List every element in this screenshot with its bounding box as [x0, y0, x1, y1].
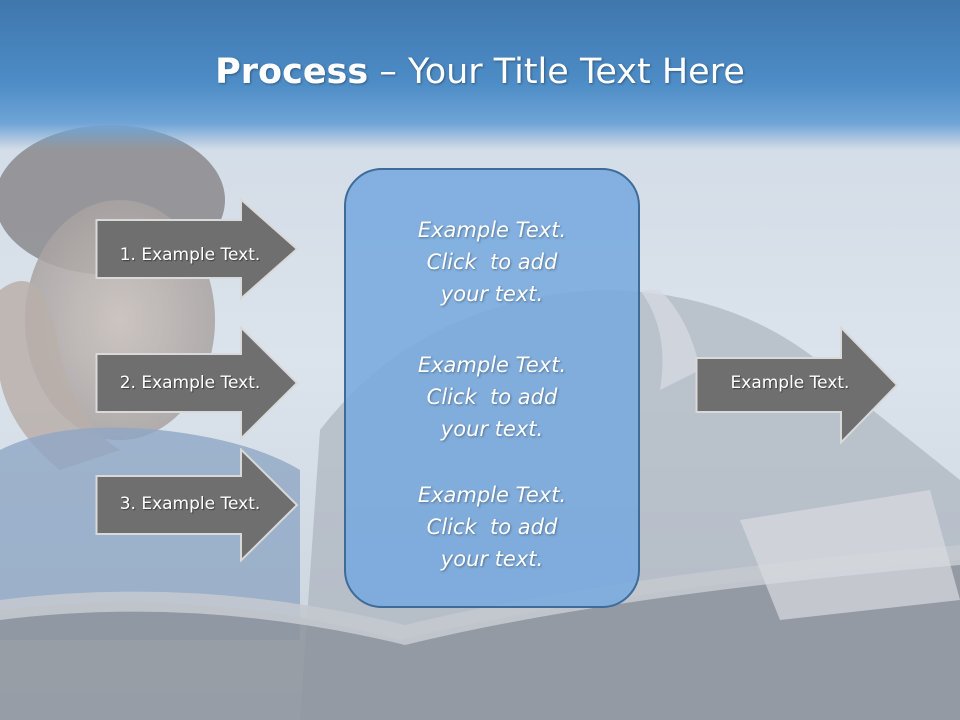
- center-text-line: your text.: [440, 282, 544, 306]
- center-text-line: Example Text.: [417, 353, 567, 377]
- input-arrow-label: 3. Example Text.: [119, 494, 261, 514]
- output-arrow[interactable]: Example Text.: [695, 325, 900, 445]
- center-text-3[interactable]: Example Text. Click to add your text.: [346, 479, 638, 575]
- title-bold: Process: [215, 52, 369, 92]
- input-arrow-3[interactable]: 3. Example Text.: [95, 447, 300, 563]
- right-arrow-icon: [95, 447, 299, 563]
- title-rest: – Your Title Text Here: [368, 52, 745, 92]
- input-arrow-label: 2. Example Text.: [119, 373, 261, 393]
- title-bar: [0, 0, 960, 150]
- center-text-line: your text.: [440, 417, 544, 441]
- input-arrow-label: 1. Example Text.: [119, 245, 261, 265]
- center-text-2[interactable]: Example Text. Click to add your text.: [346, 349, 638, 445]
- right-arrow-icon: [695, 325, 899, 445]
- right-arrow-icon: [95, 197, 299, 301]
- center-text-line: Click to add: [426, 250, 558, 274]
- right-arrow-icon: [95, 325, 299, 441]
- input-arrow-1[interactable]: 1. Example Text.: [95, 197, 300, 301]
- output-arrow-label: Example Text.: [730, 373, 850, 393]
- input-arrow-2[interactable]: 2. Example Text.: [95, 325, 300, 441]
- slide-title[interactable]: Process – Your Title Text Here: [0, 52, 960, 92]
- center-text-line: your text.: [440, 547, 544, 571]
- center-text-line: Example Text.: [417, 483, 567, 507]
- center-text-1[interactable]: Example Text. Click to add your text.: [346, 214, 638, 310]
- center-text-line: Click to add: [426, 385, 558, 409]
- center-process-box[interactable]: Example Text. Click to add your text. Ex…: [344, 168, 640, 608]
- center-text-line: Example Text.: [417, 218, 567, 242]
- center-text-line: Click to add: [426, 515, 558, 539]
